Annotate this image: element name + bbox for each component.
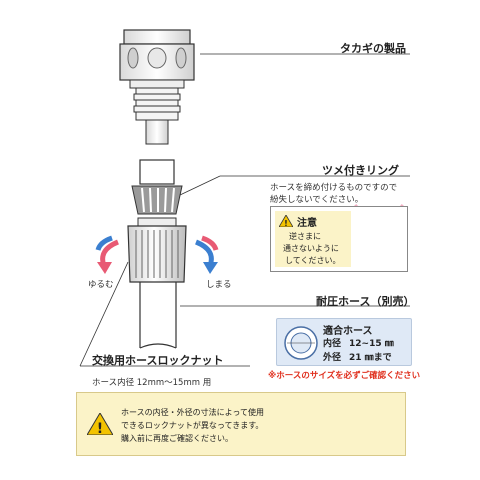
- svg-text:!: !: [284, 219, 288, 227]
- svg-text:!: !: [97, 421, 103, 435]
- takagi-connector: [119, 29, 195, 145]
- bottom-warning-line-1: ホースの内径・外径の寸法によって使用: [121, 408, 264, 417]
- leader-claw-ring: [179, 175, 221, 196]
- caution-line-3: してください。: [285, 256, 341, 265]
- bottom-warning-line-3: 購入前に再度ご確認ください。: [121, 434, 233, 443]
- tighten-label: しまる: [206, 280, 232, 290]
- caution-text-area: ! 注意 逆さまに 通さないように してください。: [275, 211, 351, 267]
- loosen-label: ゆるむ: [88, 280, 114, 290]
- lock-nut-subtitle: ホース内径 12mm～15mm 用: [92, 378, 212, 388]
- pressure-hose-label: 耐圧ホース（別売）: [316, 295, 415, 308]
- claw-ring-label: ツメ付きリング: [322, 164, 399, 177]
- warning-triangle-icon: !: [87, 413, 113, 435]
- size-check-note: ※ホースのサイズを必ずご確認ください: [268, 371, 421, 381]
- bottom-warning-line-2: できるロックナットが異なってきます。: [121, 421, 264, 430]
- leader-lock-nut: [79, 261, 129, 367]
- lock-nut-title: 交換用ホースロックナット: [92, 354, 224, 367]
- compatible-hose-box: 適合ホース 内径 12~15 ㎜ 外径 21 ㎜まで: [276, 318, 412, 366]
- claw-ring-note-1: ホースを締め付けるものですので: [270, 183, 398, 193]
- caution-title: 注意: [297, 218, 317, 229]
- inner-diameter-label: 内径: [323, 339, 342, 349]
- rotate-tighten-arrow-icon: [194, 235, 219, 274]
- hose-box-title: 適合ホース: [323, 326, 373, 337]
- bottom-warning-box: ! ホースの内径・外径の寸法によって使用 できるロックナットが異なってきます。 …: [76, 392, 406, 456]
- inner-diameter-value: 12~15 ㎜: [349, 339, 394, 349]
- claw-ring-note-2: 紛失しないでください。: [270, 195, 364, 205]
- lock-nut: [127, 217, 187, 283]
- outer-diameter-label: 外径: [323, 353, 342, 363]
- hose-cross-section-icon: [284, 326, 318, 360]
- pressure-hose: [139, 282, 177, 349]
- caution-line-1: 逆さまに: [289, 232, 321, 241]
- caution-line-2: 通さないように: [283, 244, 339, 253]
- claw-ring: [131, 185, 183, 215]
- takagi-product-label: タカギの製品: [340, 42, 406, 55]
- caution-box: ! 注意 逆さまに 通さないように してください。: [270, 206, 408, 272]
- warning-triangle-icon: !: [279, 215, 293, 227]
- outer-diameter-value: 21 ㎜まで: [349, 353, 392, 363]
- rotate-loosen-arrow-icon: [95, 235, 120, 274]
